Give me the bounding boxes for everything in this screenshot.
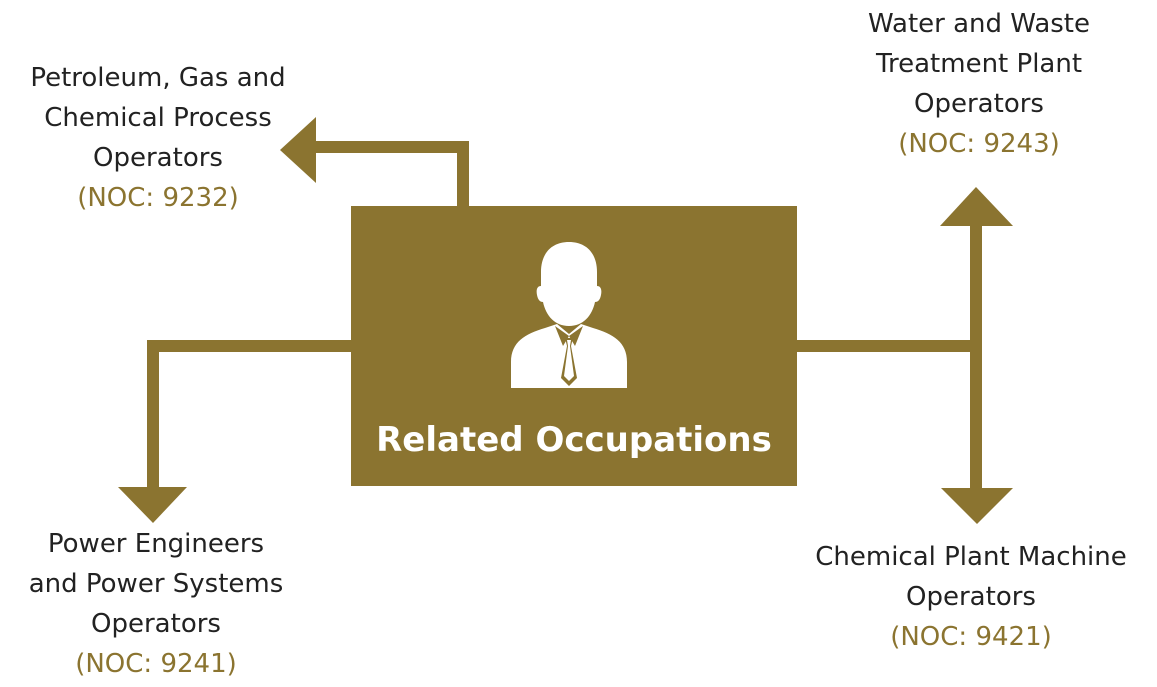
noc-code: (NOC: 9241) bbox=[75, 649, 237, 679]
arrow-up-head bbox=[940, 187, 1013, 226]
arrow-down-head-right bbox=[941, 488, 1013, 524]
connector-to-power bbox=[147, 340, 351, 490]
occupation-power: Power Engineers and Power Systems Operat… bbox=[0, 524, 312, 684]
businessman-icon bbox=[511, 242, 627, 388]
arrow-left-head bbox=[280, 117, 316, 183]
connector-to-petroleum bbox=[316, 141, 469, 206]
occupation-label-line: and Power Systems bbox=[28, 569, 284, 599]
occupation-chemical: Chemical Plant Machine Operators (NOC: 9… bbox=[786, 537, 1156, 657]
noc-code: (NOC: 9421) bbox=[890, 622, 1052, 652]
occupation-water: Water and Waste Treatment Plant Operator… bbox=[820, 4, 1138, 164]
center-title: Related Occupations bbox=[376, 420, 772, 460]
noc-code: (NOC: 9243) bbox=[898, 129, 1060, 159]
occupation-label-line: Operators bbox=[91, 609, 221, 639]
occupation-label-line: Operators bbox=[93, 143, 223, 173]
occupation-label-line: Treatment Plant bbox=[875, 49, 1083, 79]
arrow-down-head-left bbox=[118, 487, 187, 523]
occupation-label-line: Chemical Plant Machine bbox=[815, 542, 1127, 572]
occupation-petroleum: Petroleum, Gas and Chemical Process Oper… bbox=[0, 58, 316, 218]
occupation-label-line: Operators bbox=[906, 582, 1036, 612]
occupation-label-line: Operators bbox=[914, 89, 1044, 119]
noc-code: (NOC: 9232) bbox=[77, 183, 239, 213]
occupation-label-line: Petroleum, Gas and bbox=[30, 63, 286, 93]
occupation-label-line: Chemical Process bbox=[44, 103, 272, 133]
occupation-label-line: Water and Waste bbox=[867, 9, 1090, 39]
occupation-label-line: Power Engineers bbox=[47, 529, 265, 559]
